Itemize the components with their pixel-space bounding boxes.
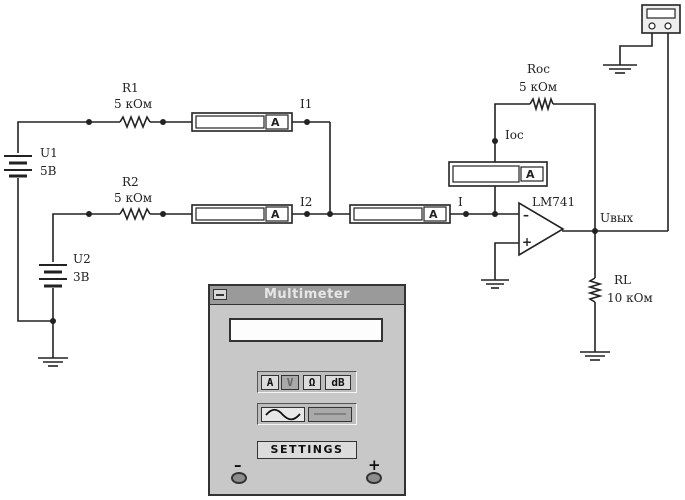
label-opamp-name: LM741 bbox=[532, 195, 575, 209]
voltage-source-u1 bbox=[4, 155, 32, 178]
terminal-minus[interactable] bbox=[231, 472, 247, 484]
voltage-source-u2 bbox=[39, 264, 67, 288]
mode-selector: A V Ω dB bbox=[257, 371, 357, 393]
label-u1-name: U1 bbox=[40, 146, 58, 160]
label-r1-value: 5 кОм bbox=[114, 97, 152, 111]
label-roc-value: 5 кОм bbox=[519, 80, 557, 94]
opamp-plus: + bbox=[522, 235, 532, 249]
label-u2-name: U2 bbox=[73, 252, 91, 266]
voltmeter-icon bbox=[641, 4, 681, 34]
label-r1-name: R1 bbox=[122, 81, 139, 95]
multimeter-title: Multimeter bbox=[263, 287, 351, 302]
label-current-ioc: Ioc bbox=[505, 128, 524, 142]
terminal-minus-label: – bbox=[234, 456, 242, 474]
resistor-r2 bbox=[119, 206, 151, 222]
mode-voltmeter-button[interactable]: V bbox=[281, 375, 299, 390]
waveform-selector bbox=[257, 403, 357, 425]
ammeter-label: A bbox=[271, 116, 280, 129]
ac-mode-button[interactable] bbox=[261, 407, 305, 422]
junction-dots bbox=[50, 119, 598, 324]
terminal-plus-label: + bbox=[368, 456, 381, 474]
ammeter-label: A bbox=[526, 168, 535, 181]
mode-ohmmeter-button[interactable]: Ω bbox=[303, 375, 321, 390]
settings-button[interactable]: SETTINGS bbox=[257, 441, 357, 459]
label-u2-value: 3В bbox=[73, 270, 90, 284]
wires bbox=[17, 33, 669, 358]
ammeter-label: A bbox=[271, 208, 280, 221]
ground-symbol bbox=[38, 357, 68, 367]
opamp-lm741: – + bbox=[518, 201, 565, 257]
ac-wave-icon bbox=[265, 408, 301, 421]
ground-symbol bbox=[580, 351, 610, 361]
resistor-rl bbox=[587, 277, 603, 303]
multimeter-titlebar[interactable]: Multimeter bbox=[210, 286, 404, 305]
dc-line-icon bbox=[314, 413, 346, 415]
system-menu-button[interactable] bbox=[213, 289, 227, 300]
label-r2-value: 5 кОм bbox=[114, 191, 152, 205]
ground-symbol bbox=[481, 279, 509, 289]
label-rl-value: 10 кОм bbox=[607, 291, 653, 305]
label-current-i: I bbox=[458, 195, 463, 209]
label-rl-name: RL bbox=[614, 273, 631, 287]
ammeter-label: A bbox=[429, 208, 438, 221]
ground-symbol bbox=[603, 64, 637, 74]
ammeter-i1: A bbox=[191, 112, 293, 132]
ammeter-i2: A bbox=[191, 204, 293, 224]
dc-mode-button[interactable] bbox=[308, 407, 352, 422]
terminal-plus[interactable] bbox=[366, 472, 382, 484]
mode-ammeter-button[interactable]: A bbox=[261, 375, 279, 390]
label-output: Uвых bbox=[600, 211, 633, 225]
label-current-i2: I2 bbox=[300, 195, 312, 209]
opamp-minus: – bbox=[523, 208, 529, 222]
mode-decibel-button[interactable]: dB bbox=[325, 375, 351, 390]
resistor-r1 bbox=[119, 114, 151, 130]
multimeter-window: Multimeter A V Ω dB SETTINGS – + bbox=[208, 284, 406, 496]
resistor-roc bbox=[529, 96, 554, 112]
ammeter-ioc: A bbox=[448, 161, 548, 187]
label-current-i1: I1 bbox=[300, 97, 312, 111]
label-roc-name: Roc bbox=[527, 62, 550, 76]
label-r2-name: R2 bbox=[122, 175, 139, 189]
ammeter-i: A bbox=[349, 204, 451, 224]
label-u1-value: 5В bbox=[40, 164, 57, 178]
multimeter-display bbox=[229, 318, 383, 342]
